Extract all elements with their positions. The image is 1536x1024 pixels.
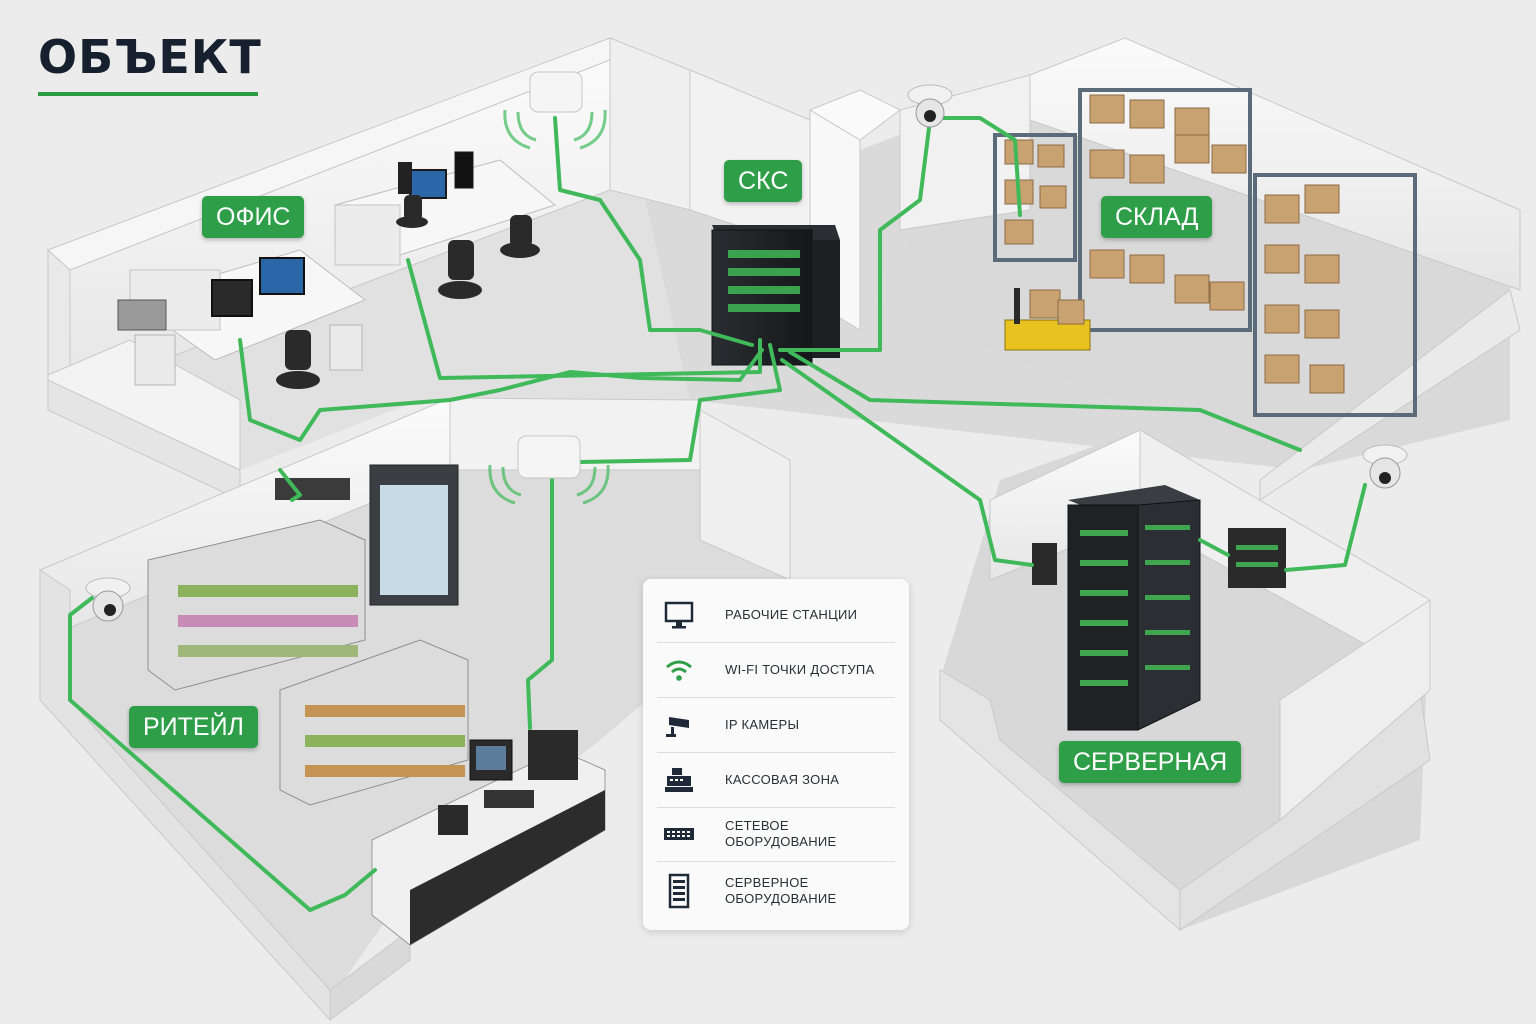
server-right-wall [1179,688,1431,931]
rack-right [1253,173,1417,417]
zone-label-server-room: СЕРВЕРНАЯ [1059,741,1242,783]
monitor-icon [664,601,694,629]
camera-retail [85,577,131,622]
zone-label-warehouse: СКЛАД [1101,196,1213,238]
display-rack [275,478,350,500]
pallet-jack [1004,288,1091,351]
legend-label: IP КАМЕРЫ [725,717,800,732]
legend-label: РАБОЧИЕ СТАНЦИИ [725,607,858,622]
chairs [276,195,540,389]
server-right-wall-top [1279,599,1431,822]
shelf-center [279,639,469,806]
receipt-printer [528,730,578,780]
monitor-1 [409,169,447,199]
office-furniture [117,151,557,389]
legend-item-checkout: КАССОВАЯ ЗОНА [657,753,895,808]
ip-cameras [85,84,1408,622]
legend-item-workstations: РАБОЧИЕ СТАНЦИИ [657,588,895,643]
cabinet-2 [329,324,363,371]
rack-middle [1078,88,1252,332]
legend-panel: РАБОЧИЕ СТАНЦИИ WI-FI ТОЧКИ ДОСТУПА IP К… [643,579,909,930]
office-front-wall-top [47,339,241,471]
wifi-access-points [488,71,610,505]
legend-label: КАССОВАЯ ЗОНА [725,772,840,787]
title-underline [38,92,258,96]
wifi-ap-office [503,71,607,150]
cash-register-icon [665,768,693,792]
rack-left [993,133,1077,262]
walls [39,37,1521,1022]
server-icon [668,873,690,909]
zone-label-office: ОФИС [202,196,305,238]
boxes [1004,94,1345,394]
camera-server [1362,444,1408,489]
page-title: ОБЪЕКТ [38,30,262,84]
retail-bottom-wall [329,929,411,1021]
legend-item-wifi: WI-FI ТОЧКИ ДОСТУПА [657,643,895,698]
legend-item-cameras: IP КАМЕРЫ [657,698,895,753]
server-room-equipment [1032,485,1286,731]
wifi-ap-retail [488,435,610,505]
monitor-5 [259,257,305,295]
network-cables [68,116,1367,912]
monitor-4 [211,279,253,317]
wall-switch [1228,528,1286,588]
sks-network-cabinet [711,225,840,366]
cabinet-1 [134,334,176,386]
zone-label-retail: РИТЕЙЛ [129,706,258,748]
card-reader [438,805,468,835]
retail-fixtures [147,464,606,946]
east-wall [1259,289,1521,501]
monitor-2 [454,151,474,189]
network-switch-icon [664,828,694,840]
legend-label: СЕРВЕРНОЕ ОБОРУДОВАНИЕ [725,875,837,906]
wall-box [1032,543,1057,585]
printer [117,299,167,331]
office-right-wall [609,37,691,211]
monitor-3 [398,162,412,194]
desk-back-panel [334,204,401,266]
warehouse-racks [993,88,1417,417]
legend-item-network: СЕТЕВОЕ ОБОРУДОВАНИЕ [657,807,895,862]
camera-warehouse [907,84,953,128]
camera-icon [666,717,689,737]
wifi-icon [666,660,692,681]
legend-label: WI-FI ТОЧКИ ДОСТУПА [725,662,875,677]
legend-item-servers: СЕРВЕРНОЕ ОБОРУДОВАНИЕ [657,861,895,921]
zone-label-sks: СКС [724,160,803,202]
legend-label: СЕТЕВОЕ ОБОРУДОВАНИЕ [725,818,837,849]
